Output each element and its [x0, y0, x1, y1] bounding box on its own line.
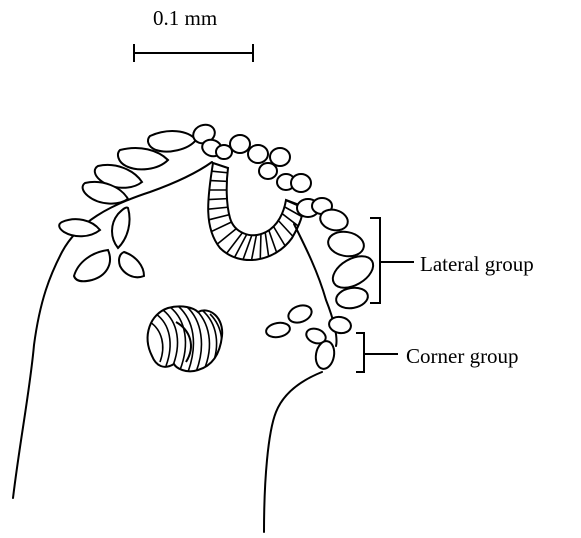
scale-bar — [134, 44, 253, 62]
lateral-group-bracket — [370, 218, 414, 303]
striated-pore — [148, 306, 223, 372]
left-outline — [13, 162, 212, 498]
corner-group-bracket — [356, 333, 398, 372]
corner-group-label: Corner group — [406, 346, 519, 367]
scale-bar-label: 0.1 mm — [153, 8, 217, 29]
left-cluster-cells — [59, 207, 144, 281]
lateral-group-cells — [318, 207, 379, 311]
teardrop-cell — [59, 219, 100, 236]
top-arc-cells — [216, 135, 332, 217]
teardrop-cell — [148, 131, 196, 151]
lateral-group-label: Lateral group — [420, 254, 534, 275]
right-interior-cells — [265, 302, 352, 346]
teardrop-cell — [74, 250, 110, 281]
lower-right-outline — [264, 372, 322, 532]
teardrop-cell — [119, 252, 144, 277]
teardrop-cell — [112, 207, 130, 248]
